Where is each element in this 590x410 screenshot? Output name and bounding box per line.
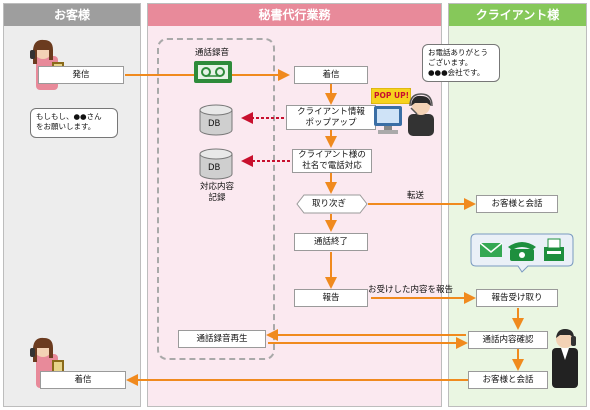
secretary-lane-title: 秘書代行業務 (148, 4, 441, 26)
database-label: DB (208, 163, 221, 173)
client-businessman-icon (552, 329, 578, 388)
fax-icon (544, 238, 564, 261)
database-icon (199, 148, 233, 180)
transfer-label: 転送 (407, 191, 425, 201)
telephone-icon (508, 242, 536, 261)
customer-call-box: 発信 (38, 66, 124, 84)
customer-speech-bubble: もしもし、●●さん をお願いします。 (30, 108, 118, 138)
secretary-receive-box: 着信 (294, 66, 368, 84)
operator-icon (408, 93, 434, 136)
recording-label: 通話録音 (195, 48, 230, 58)
receive-report-box: 報告受け取り (476, 289, 558, 307)
record-caption: 対応内容 記録 (199, 182, 234, 203)
confirm-content-box: 通話内容確認 (468, 331, 548, 349)
popup-tag-icon (371, 88, 411, 104)
report-arrow-label: お受けした内容を報告 (368, 285, 454, 295)
client-conversation-box-2: お客様と会話 (468, 371, 548, 389)
report-box: 報告 (294, 289, 368, 307)
operator-speech-bubble: お電話ありがとう ございます。 ●●●会社です。 (422, 44, 500, 82)
decision-shape (296, 194, 368, 214)
contact-methods-bubble (470, 233, 574, 273)
database-label: DB (208, 119, 221, 129)
mail-icon (479, 242, 503, 257)
customer-lane-title: お客様 (4, 4, 140, 26)
decision-label: 取り次ぎ (312, 199, 347, 209)
database-icon (199, 104, 233, 136)
popup-tag-label: POP UP! (374, 91, 409, 100)
call-end-box: 通話終了 (294, 233, 368, 251)
client-conversation-box: お客様と会話 (476, 195, 558, 213)
respond-box: クライアント様の 社名で電話対応 (292, 149, 372, 173)
popup-box: クライアント情報 ポップアップ (286, 105, 376, 130)
client-lane-title: クライアント様 (449, 4, 586, 26)
recording-icon (194, 61, 232, 83)
computer-icon (374, 106, 402, 134)
customer-receive-box: 着信 (40, 371, 126, 389)
recording-region (157, 38, 275, 360)
playback-box: 通話録音再生 (178, 330, 266, 348)
